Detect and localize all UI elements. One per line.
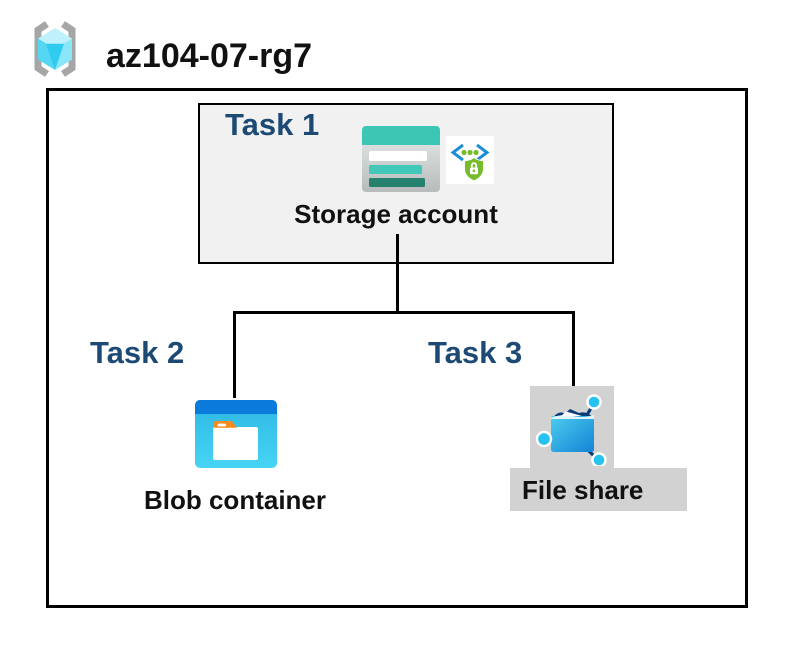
connector-storage-trunk bbox=[396, 234, 399, 313]
connector-to-blob bbox=[233, 311, 236, 398]
blob-container-label: Blob container bbox=[143, 485, 326, 515]
task2-label: Task 2 bbox=[90, 335, 185, 370]
task3-label: Task 3 bbox=[428, 335, 523, 370]
blob-container-icon bbox=[195, 400, 277, 468]
connector-to-fileshare bbox=[572, 311, 575, 389]
storage-account-label: Storage account bbox=[294, 199, 498, 229]
task1-label: Task 1 bbox=[225, 107, 320, 142]
file-share-label: File share bbox=[522, 475, 644, 505]
resource-group-icon bbox=[34, 21, 76, 77]
resource-group-name: az104-07-rg7 bbox=[106, 37, 313, 75]
fileshare-highlight-band bbox=[510, 468, 687, 511]
storage-account-icon bbox=[362, 126, 440, 192]
sas-policy-icon bbox=[446, 136, 494, 184]
file-share-icon bbox=[535, 394, 607, 466]
connector-horizontal bbox=[233, 311, 575, 314]
